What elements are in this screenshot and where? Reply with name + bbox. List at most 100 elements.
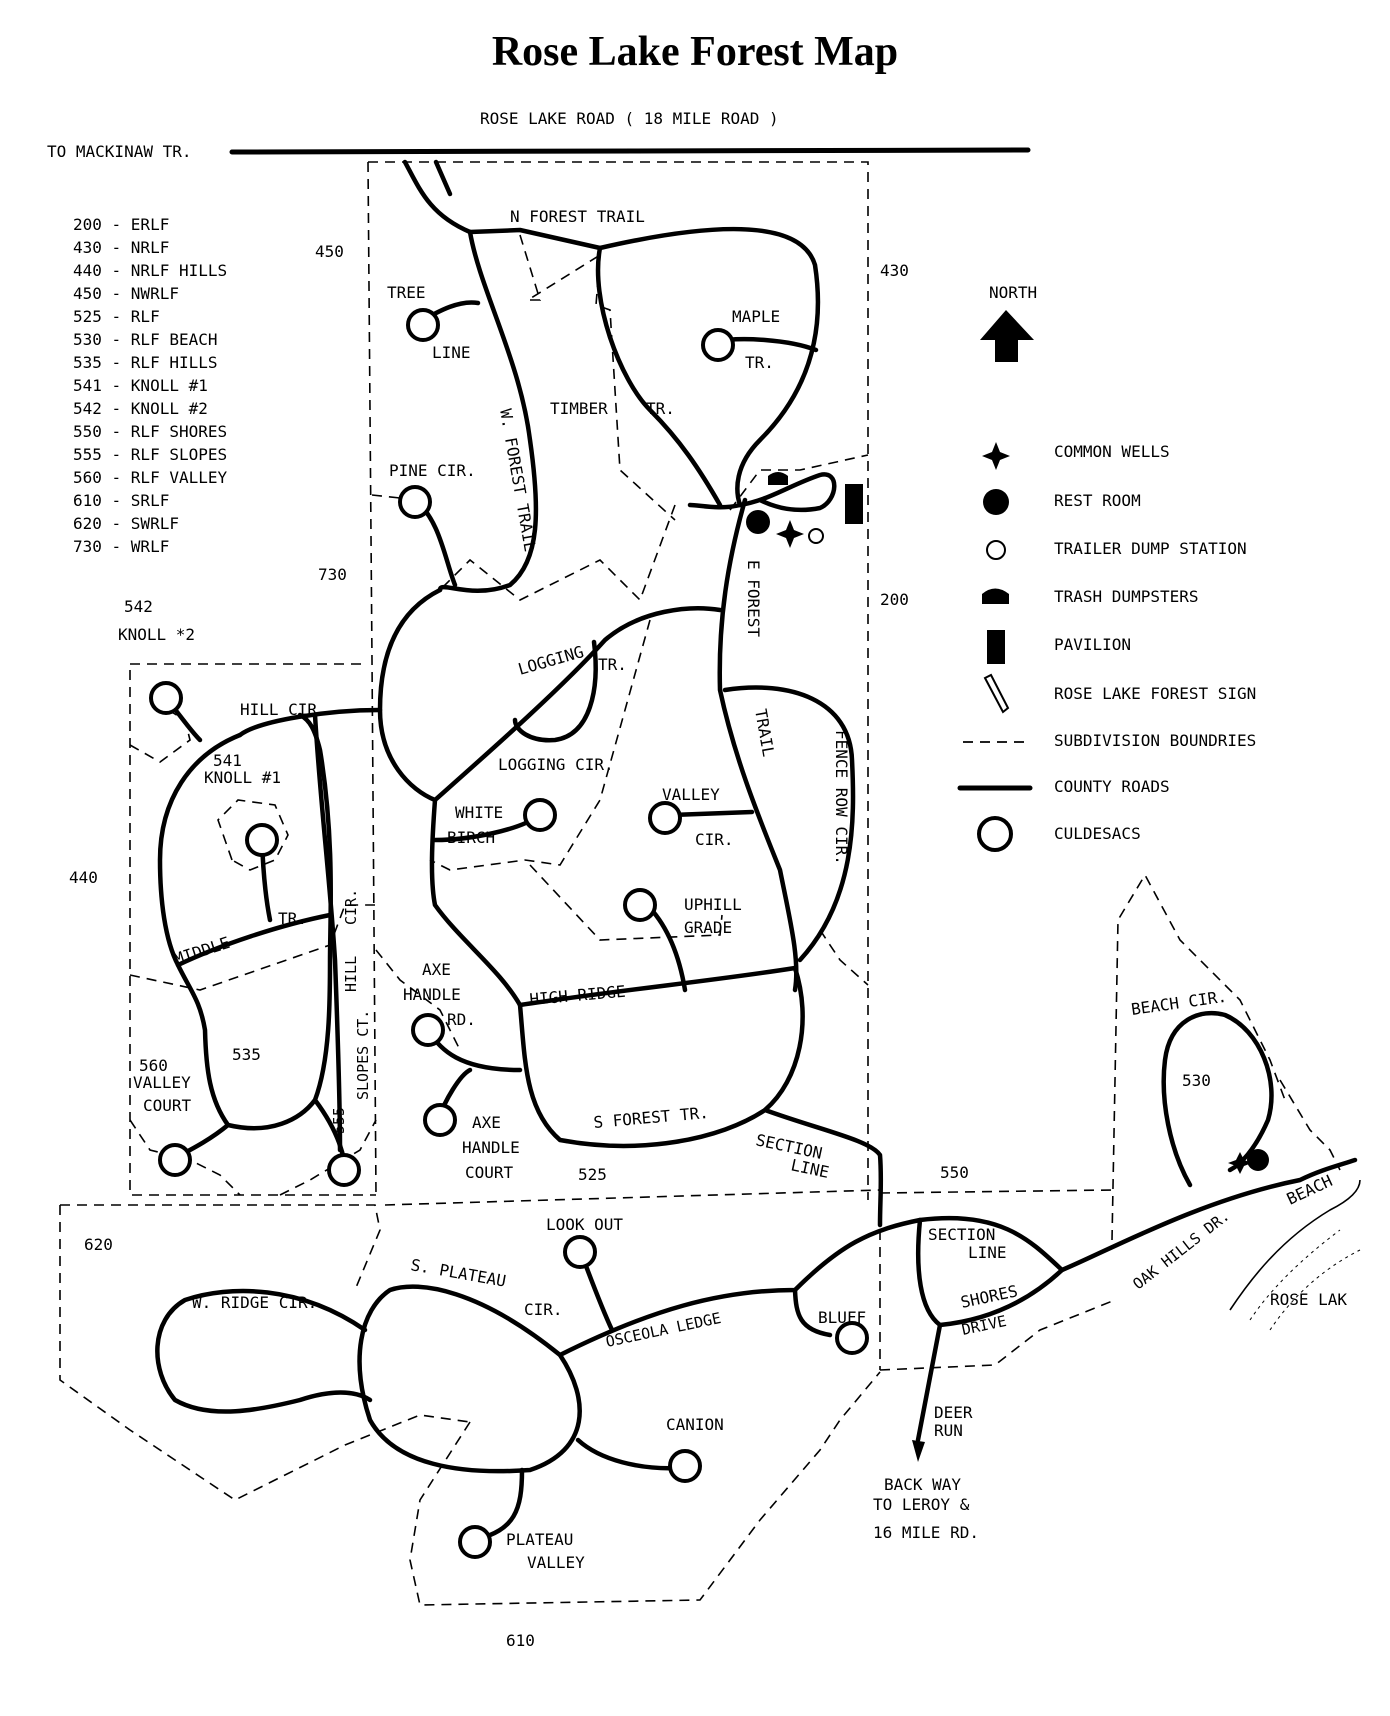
subdivision-542: 542 bbox=[124, 597, 153, 616]
culdesac-valley-cir bbox=[648, 801, 682, 835]
canion-road bbox=[575, 1437, 683, 1471]
north-arrow-icon bbox=[980, 310, 1034, 362]
subdivision-200: 200 bbox=[880, 590, 909, 609]
w-ridge-cir bbox=[155, 1288, 373, 1414]
key-item: 541 - KNOLL #1 bbox=[73, 376, 208, 395]
n-forest-trail-label: N FOREST TRAIL bbox=[510, 207, 645, 226]
e-forest-trail bbox=[717, 497, 799, 993]
look-out-road bbox=[580, 1255, 615, 1333]
culdesacs bbox=[149, 308, 869, 1559]
logging-cir bbox=[512, 639, 598, 743]
boundary-525-550 bbox=[384, 1189, 881, 1206]
back-way-label-2: TO LEROY & bbox=[873, 1495, 970, 1514]
boundary-610-south bbox=[409, 1371, 881, 1606]
forest-sign-icon bbox=[983, 673, 1010, 714]
s-plateau-cir bbox=[357, 1284, 582, 1474]
uphill-label: UPHILL bbox=[684, 895, 742, 914]
key-item: 530 - RLF BEACH bbox=[73, 330, 218, 349]
culdesac-canion bbox=[668, 1449, 702, 1483]
deer-run-arrow-icon bbox=[912, 1440, 925, 1462]
key-item: 730 - WRLF bbox=[73, 537, 169, 556]
key-item: 525 - RLF bbox=[73, 307, 160, 326]
subdivision-boundaries bbox=[59, 161, 1341, 1606]
slopes-ct-label: SLOPES CT. bbox=[354, 1010, 372, 1100]
common-well-icon bbox=[776, 520, 804, 548]
boundary-555-curve bbox=[279, 1119, 377, 1196]
subdivision-620: 620 bbox=[84, 1235, 113, 1254]
deer-run bbox=[915, 1322, 943, 1443]
oak-hills-dr-label: OAK HILLS DR. bbox=[1129, 1207, 1233, 1293]
subdivision-430: 430 bbox=[880, 261, 909, 280]
legend-forest-sign: ROSE LAKE FOREST SIGN bbox=[1054, 684, 1256, 703]
culdesac-axe-handle-rd bbox=[411, 1013, 445, 1047]
back-way-label-3: 16 MILE RD. bbox=[873, 1523, 979, 1542]
key-item: 200 - ERLF bbox=[73, 215, 169, 234]
bluff-road bbox=[792, 1287, 833, 1338]
culdesac-plateau-valley bbox=[458, 1525, 492, 1559]
shoreline-line bbox=[1229, 1179, 1361, 1311]
legend-county-roads: COUNTY ROADS bbox=[1054, 777, 1170, 796]
plateau-valley-label: VALLEY bbox=[527, 1553, 585, 1572]
legend-culdesacs: CULDESACS bbox=[1054, 824, 1141, 843]
logging-tr-label: TR. bbox=[598, 655, 627, 674]
s-forest-tr-label: S FOREST TR. bbox=[593, 1103, 710, 1132]
entrance-road-2 bbox=[433, 159, 453, 197]
grade-label: GRADE bbox=[684, 918, 732, 937]
fence-row-cir-label: FENCE ROW CIR. bbox=[832, 730, 851, 865]
culdesac-white-birch bbox=[523, 798, 557, 832]
subdivision-541-name: KNOLL #1 bbox=[204, 768, 281, 787]
trailer-dump-icon bbox=[808, 528, 824, 544]
subdivision-key-list: 200 - ERLF 430 - NRLF 440 - NRLF HILLS 4… bbox=[73, 215, 227, 556]
map-legend: COMMON WELLS REST ROOM TRAILER DUMP STAT… bbox=[957, 442, 1256, 852]
shoreline-line-3 bbox=[1269, 1249, 1361, 1331]
line-2-label: LINE bbox=[968, 1243, 1007, 1262]
oak-hills-dr bbox=[1059, 1157, 1358, 1273]
key-item: 535 - RLF HILLS bbox=[73, 353, 218, 372]
hill-ct-road bbox=[312, 712, 343, 1153]
boundary-knoll2 bbox=[129, 670, 376, 1196]
beach-cir bbox=[1161, 1010, 1274, 1188]
key-item: 440 - NRLF HILLS bbox=[73, 261, 227, 280]
n-forest-trail bbox=[467, 227, 603, 251]
common-wells-icon bbox=[982, 442, 1010, 470]
subdivision-541: 541 bbox=[213, 751, 242, 770]
subdivision-450: 450 bbox=[315, 242, 344, 261]
legend-trash-dumpsters: TRASH DUMPSTERS bbox=[1054, 587, 1199, 606]
axe-label: AXE bbox=[422, 960, 451, 979]
boundary-knoll1-ring bbox=[217, 799, 289, 871]
w-ridge-cir-label: W. RIDGE CIR. bbox=[192, 1293, 317, 1312]
culdesac-knoll2 bbox=[149, 681, 183, 715]
drive-label: DRIVE bbox=[960, 1312, 1008, 1339]
plateau-label: PLATEAU bbox=[506, 1530, 573, 1549]
rose-lake-road-line bbox=[229, 147, 1031, 155]
subdivision-730: 730 bbox=[318, 565, 347, 584]
tree-label: TREE bbox=[387, 283, 426, 302]
handle-label: HANDLE bbox=[403, 985, 461, 1004]
subdivision-labels: 450 430 730 200 542 KNOLL *2 541 KNOLL #… bbox=[69, 242, 1211, 1650]
hill-ct-cir-label: CIR. bbox=[342, 889, 360, 925]
section-label: SECTION bbox=[754, 1130, 824, 1163]
key-item: 620 - SWRLF bbox=[73, 514, 179, 533]
boundary-e-forest-top bbox=[729, 454, 869, 511]
rose-lake-road-label: ROSE LAKE ROAD ( 18 MILE ROAD ) bbox=[480, 109, 779, 128]
valley-cir-label: CIR. bbox=[695, 830, 734, 849]
dumpster-icon bbox=[768, 472, 788, 485]
white-label: WHITE bbox=[455, 803, 503, 822]
county-roads bbox=[229, 147, 1031, 155]
osceola-ledge-label: OSCEOLA LEDGE bbox=[604, 1309, 723, 1351]
handle-2-label: HANDLE bbox=[462, 1138, 520, 1157]
key-item: 550 - RLF SHORES bbox=[73, 422, 227, 441]
canion-label: CANION bbox=[666, 1415, 724, 1434]
rose-lak-label: ROSE LAK bbox=[1270, 1290, 1347, 1309]
rd-label: RD. bbox=[447, 1010, 476, 1029]
osceola-ledge bbox=[557, 1217, 923, 1358]
boundary-535-555 bbox=[129, 904, 375, 991]
culdesac-valley-court bbox=[158, 1143, 192, 1177]
culdesac-axe-handle-court bbox=[423, 1103, 457, 1137]
subdivision-530: 530 bbox=[1182, 1071, 1211, 1090]
hill-cir-label: HILL CIR. bbox=[240, 700, 327, 719]
key-item: 610 - SRLF bbox=[73, 491, 169, 510]
boundary-east-edge bbox=[819, 929, 869, 986]
run-label: RUN bbox=[934, 1421, 963, 1440]
